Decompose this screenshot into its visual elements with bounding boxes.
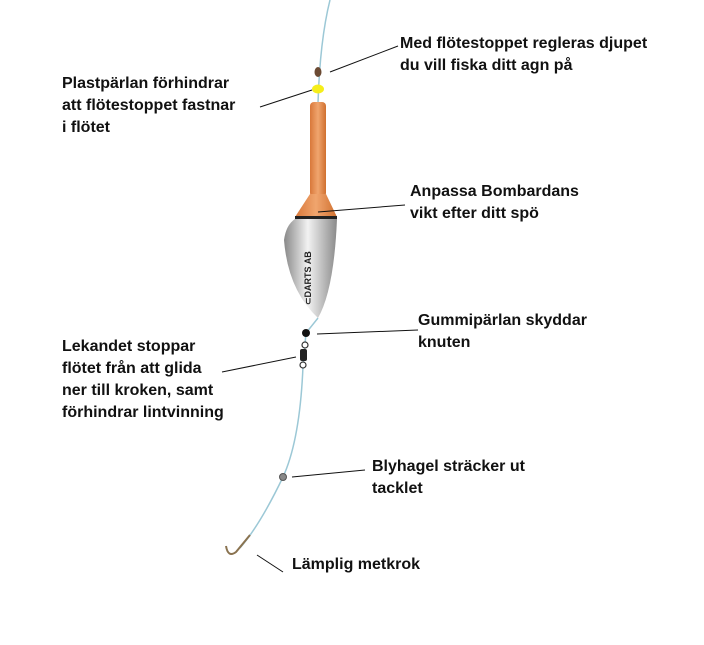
label-float-stop: Med flötestoppet regleras djupet du vill…	[400, 33, 647, 77]
label-lead-shot: Blyhagel sträcker ut tacklet	[372, 456, 525, 500]
label-bombarda: Anpassa Bombardans vikt efter ditt spö	[410, 181, 579, 225]
label-line: flötet från att glida	[62, 360, 202, 377]
swivel-ring-top	[301, 341, 309, 349]
label-line: Anpassa Bombardans	[410, 183, 579, 200]
label-line: ner till kroken, samt	[62, 382, 214, 399]
hook	[225, 534, 251, 555]
label-line: Lekandet stoppar	[62, 338, 196, 355]
plastic-bead	[312, 84, 324, 94]
leader-lines	[221, 45, 419, 573]
swivel	[300, 349, 307, 361]
label-line: Lämplig metkrok	[292, 556, 421, 573]
swivel-ring-bottom	[299, 361, 307, 369]
float-stem	[310, 102, 326, 197]
float-body	[284, 219, 337, 318]
float-brand-logo: ⊂DARTS AB	[303, 251, 313, 305]
label-line: förhindrar lintvinning	[62, 404, 224, 421]
label-line: tacklet	[372, 480, 423, 497]
label-line: Med flötestoppet regleras djupet	[400, 35, 648, 52]
label-line: du vill fiska ditt agn på	[400, 57, 573, 74]
label-plastic-bead: Plastpärlan förhindrar att flötestoppet …	[62, 73, 235, 139]
lead-shot	[279, 473, 287, 481]
label-line: vikt efter ditt spö	[410, 205, 539, 222]
float-stop	[314, 67, 322, 77]
label-rubber-bead: Gummipärlan skyddar knuten	[418, 310, 587, 354]
float-band	[295, 216, 337, 219]
label-line: att flötestoppet fastnar	[62, 97, 236, 114]
label-line: Blyhagel sträcker ut	[372, 458, 525, 475]
float-cone	[295, 194, 337, 217]
label-line: Gummipärlan skyddar	[418, 312, 587, 329]
label-hook: Lämplig metkrok	[292, 554, 420, 576]
label-line: i flötet	[62, 119, 110, 136]
label-line: Plastpärlan förhindrar	[62, 75, 230, 92]
rubber-bead	[302, 329, 310, 337]
label-line: knuten	[418, 334, 471, 351]
label-swivel: Lekandet stoppar flötet från att glida n…	[62, 336, 224, 424]
